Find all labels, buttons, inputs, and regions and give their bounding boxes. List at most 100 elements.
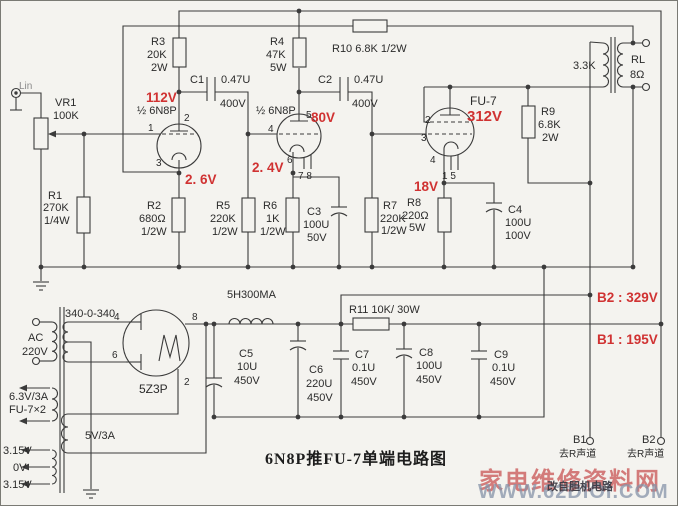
label-r4-value: 47K (266, 49, 286, 61)
label-v2-pin78: 7 8 (298, 171, 312, 182)
junction-dot-25 (245, 264, 251, 270)
voltage-v2-plate: 80V (311, 110, 335, 125)
wire-b1-top-rail (178, 10, 662, 437)
label-rect-pin8: 8 (192, 312, 198, 323)
label-rect-pin4: 4 (114, 312, 120, 323)
R10-body (352, 19, 388, 33)
voltage-v1-plate: 112V (146, 90, 177, 105)
junction-dot-33 (211, 414, 217, 420)
label-r7-value: 220K (380, 213, 406, 225)
wire-5v-top (68, 369, 179, 415)
watermark-site: 家电维修资料网 (479, 469, 661, 495)
wire-c3-branch (293, 176, 340, 207)
label-heater-63: 6.3V/3A (9, 391, 49, 403)
label-v2-pin4: 4 (268, 124, 274, 135)
junction-dot-10 (630, 40, 636, 46)
junction-dot-8 (441, 180, 447, 186)
label-r1: R1 (48, 190, 62, 202)
label-rect-pin2: 2 (184, 377, 190, 388)
label-c5: C5 (239, 348, 253, 360)
R7-body (364, 197, 379, 233)
junction-dot-37 (476, 414, 482, 420)
label-c1-value: 0.47U (221, 74, 250, 86)
label-c6-value: 220U (306, 378, 332, 390)
label-r10: R10 6.8K 1/2W (332, 43, 407, 55)
junction-dot-24 (176, 264, 182, 270)
label-c9-value: 0.1U (492, 362, 515, 374)
label-c2: C2 (318, 74, 332, 86)
label-rect-type: 5Z3P (139, 382, 168, 396)
junction-dot-28 (369, 264, 375, 270)
pt-63v-coil (51, 387, 58, 422)
wire-r9-bottom (527, 138, 590, 184)
R4-body (292, 37, 307, 68)
label-b2-terminal: B2 (642, 434, 655, 446)
label-heater-63b: FU-7×2 (9, 404, 46, 416)
label-r1-value: 270K (43, 202, 69, 214)
label-lin: Lin (19, 81, 32, 92)
label-r5-value: 220K (210, 213, 236, 225)
junction-dot-12 (447, 84, 453, 90)
label-r2: R2 (147, 200, 161, 212)
R5-body (241, 197, 256, 233)
label-fu7-pin2: 2 (425, 115, 431, 126)
junction-dot-22 (38, 264, 44, 270)
junction-dot-21 (658, 321, 664, 327)
label-vr1: VR1 (55, 97, 76, 109)
label-r3: R3 (151, 36, 165, 48)
label-r7: R7 (383, 200, 397, 212)
label-c9: C9 (494, 349, 508, 361)
junction-dot-19 (401, 321, 407, 327)
label-fu7-type: FU-7 (470, 94, 497, 108)
junction-dot-7 (290, 170, 296, 176)
V1-tube (156, 123, 202, 169)
label-r8: R8 (407, 197, 421, 209)
label-r7-power: 1/2W (381, 225, 407, 237)
junction-dot-14 (587, 292, 593, 298)
FU7-tube (425, 107, 475, 157)
wire-feedback-right (387, 25, 634, 43)
opt-primary-coil (602, 42, 609, 88)
label-r3-value: 20K (147, 49, 167, 61)
junction-dot-17 (295, 321, 301, 327)
junction-dot-35 (338, 414, 344, 420)
wire-fu7-screen (423, 87, 428, 123)
label-c8: C8 (419, 347, 433, 359)
label-c2-value: 0.47U (354, 74, 383, 86)
label-c7-value: 0.1U (352, 362, 375, 374)
label-rl-value: 8Ω (630, 69, 644, 81)
label-c4-value: 100U (505, 217, 531, 229)
wire-psu-gnd-bus (214, 267, 545, 418)
label-315-top: 3.15V (3, 445, 32, 457)
arrow-315-top (21, 446, 29, 454)
junction-dot-30 (491, 264, 497, 270)
label-r3-power: 2W (151, 62, 168, 74)
label-c3-volt: 50V (307, 232, 327, 244)
label-r5: R5 (216, 200, 230, 212)
ac-terminal-bottom (31, 356, 41, 366)
voltage-b1-rail: B1 : 195V (597, 332, 658, 347)
R1-body (76, 196, 91, 234)
label-v2-type: ½ 6N8P (256, 105, 296, 117)
lin-jack-inner (14, 91, 18, 95)
label-c1-volt: 400V (220, 98, 246, 110)
C8-cap-p2 (395, 354, 413, 359)
speaker-terminal-top (641, 38, 651, 48)
pt-ac-coil (51, 321, 58, 362)
label-r9: R9 (541, 106, 555, 118)
arrow-315-mid (21, 463, 29, 471)
V2-tube (276, 113, 322, 159)
label-r11: R11 10K/ 30W (349, 304, 420, 316)
5Z3P-tube (122, 309, 190, 377)
label-rl: RL (631, 54, 645, 66)
junction-dot-11 (630, 84, 636, 90)
label-r8-power: 5W (409, 222, 426, 234)
label-ht-winding: 340-0-340 (65, 308, 115, 320)
junction-dot-18 (338, 321, 344, 327)
label-c5-value: 10U (237, 361, 257, 373)
circuit-title: 6N8P推FU-7单端电路图 (265, 451, 447, 468)
voltage-fu7-cathode: 18V (414, 179, 438, 194)
label-c5-volt: 450V (234, 375, 260, 387)
label-b2-dest: 去R声道 (627, 447, 664, 460)
label-r6: R6 (263, 200, 277, 212)
